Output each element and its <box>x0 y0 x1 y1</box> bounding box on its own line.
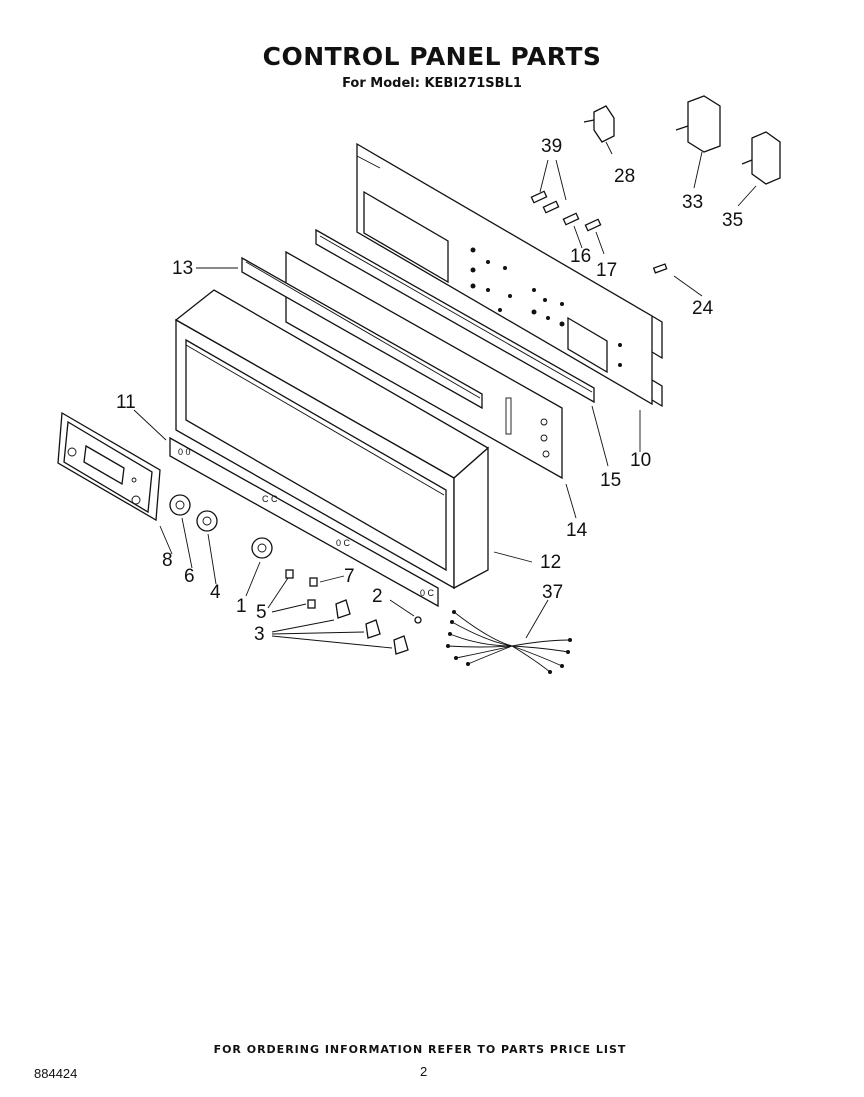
callout-8: 8 <box>162 550 173 571</box>
document-number: 884424 <box>34 1066 78 1081</box>
callout-14: 14 <box>566 520 588 541</box>
callout-11: 11 <box>116 392 136 413</box>
svg-text:0 C: 0 C <box>420 588 435 598</box>
callout-7: 7 <box>344 566 355 587</box>
part-17-button <box>584 218 602 232</box>
callout-35: 35 <box>722 210 743 231</box>
callout-labels: 39 28 33 35 16 17 13 24 15 10 11 14 12 8… <box>116 136 743 645</box>
page-title: CONTROL PANEL PARTS <box>262 42 602 71</box>
part-12-frame <box>174 289 490 590</box>
callout-24: 24 <box>692 298 714 319</box>
ordering-note: FOR ORDERING INFORMATION REFER TO PARTS … <box>213 1043 627 1056</box>
callout-13: 13 <box>172 258 193 279</box>
part-11-bottom-trim: 0 0 C C 0 C 0 C <box>169 436 439 608</box>
page-number: 2 <box>420 1064 428 1079</box>
callout-37: 37 <box>542 582 563 603</box>
callout-33: 33 <box>682 192 703 213</box>
callout-39: 39 <box>541 136 562 157</box>
part-39-buttons <box>530 190 560 214</box>
callout-15: 15 <box>600 470 621 491</box>
part-7-clip <box>309 577 318 587</box>
part-13-trim <box>241 256 483 410</box>
leader-lines <box>133 141 757 649</box>
part-16-button <box>562 212 580 226</box>
part-5-clips <box>285 569 316 609</box>
svg-text:0 C: 0 C <box>336 538 351 548</box>
part-15-strip <box>315 228 595 404</box>
callout-17: 17 <box>596 260 617 281</box>
part-2-screw <box>414 616 422 624</box>
callout-10: 10 <box>630 450 651 471</box>
callout-3: 3 <box>254 624 265 645</box>
callout-1: 1 <box>236 596 247 617</box>
callout-6: 6 <box>184 566 195 587</box>
model-subtitle: For Model: KEBI271SBL1 <box>342 76 522 91</box>
callout-12: 12 <box>540 552 561 573</box>
part-4-knob <box>196 510 218 532</box>
callout-5: 5 <box>256 602 267 623</box>
part-1-knob <box>251 537 273 559</box>
callout-4: 4 <box>210 582 221 603</box>
callout-2: 2 <box>372 586 383 607</box>
part-28-switch <box>583 105 615 143</box>
callout-28: 28 <box>614 166 635 187</box>
part-33-switch <box>675 95 721 153</box>
part-8-faceplate <box>57 411 161 522</box>
part-37-wire-harness <box>446 610 572 674</box>
callout-16: 16 <box>570 246 591 267</box>
svg-text:0 0: 0 0 <box>178 447 191 457</box>
part-24-pin <box>652 263 668 274</box>
part-3-buttons <box>335 599 409 655</box>
part-10-rear-panel <box>356 142 663 408</box>
part-6-knob <box>169 494 191 516</box>
svg-text:C C: C C <box>262 494 278 504</box>
panel-holes <box>470 247 622 367</box>
part-35-switch <box>741 131 781 185</box>
